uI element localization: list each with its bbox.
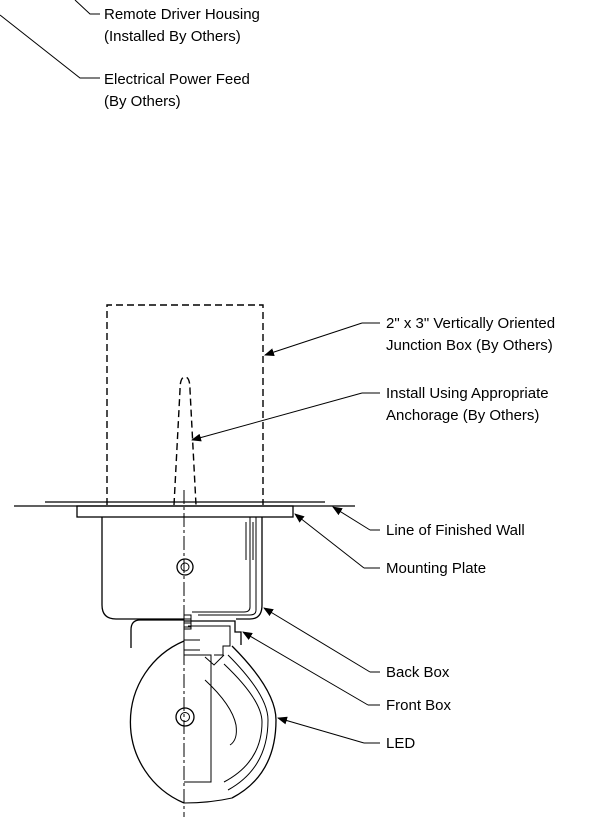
front-box-leader xyxy=(242,631,380,706)
remote-driver-label: Remote Driver Housing xyxy=(104,6,260,23)
front-box-label: Front Box xyxy=(386,697,452,714)
luminaire-body xyxy=(129,619,237,804)
finished-wall-leader xyxy=(332,506,380,531)
remote-driver-leader xyxy=(74,0,100,15)
power-feed-leader xyxy=(0,14,100,79)
power-feed-label-sub: (By Others) xyxy=(104,93,181,110)
led-lens xyxy=(175,645,277,804)
mounting-plate-leader xyxy=(294,513,380,569)
power-feed-label: Electrical Power Feed xyxy=(104,71,250,88)
junction-box-leader xyxy=(264,322,380,356)
back-box-leader xyxy=(263,607,380,673)
front-box xyxy=(183,614,242,666)
led-label: LED xyxy=(386,735,415,752)
anchorage-label: Install Using Appropriate xyxy=(386,385,549,402)
remote-driver-label-sub: (Installed By Others) xyxy=(104,28,241,45)
mounting-plate-label: Mounting Plate xyxy=(386,560,486,577)
anchorage-leader xyxy=(191,392,380,442)
junction-box xyxy=(106,304,264,505)
anchor xyxy=(173,376,197,506)
mounting-plate xyxy=(76,505,294,518)
anchorage-label-sub: Anchorage (By Others) xyxy=(386,407,539,424)
back-box-label: Back Box xyxy=(386,664,450,681)
junction-box-label-sub: Junction Box (By Others) xyxy=(386,337,553,354)
junction-box-label: 2" x 3" Vertically Oriented xyxy=(386,315,555,332)
finished-wall-label: Line of Finished Wall xyxy=(386,522,525,539)
led-leader xyxy=(277,716,380,744)
back-box xyxy=(101,517,263,620)
